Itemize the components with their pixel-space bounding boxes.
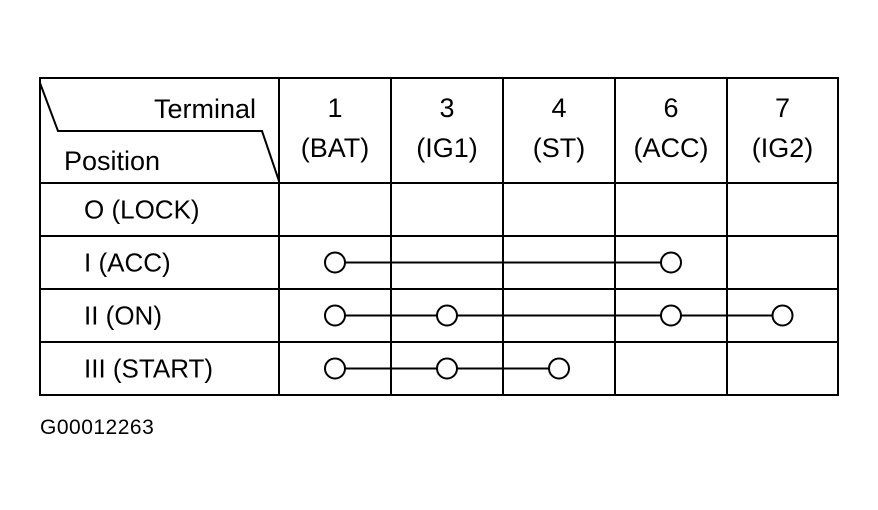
position-label: I (ACC) — [84, 248, 171, 278]
header-corner-cell: Terminal Position — [39, 82, 280, 182]
terminal-number: 1 — [327, 93, 342, 123]
terminal-header-7: 7 (IG2) — [752, 93, 814, 163]
continuity-terminal-node — [771, 304, 794, 327]
continuity-row — [324, 304, 794, 327]
continuity-row — [324, 251, 682, 274]
terminal-name: (IG2) — [752, 133, 814, 163]
terminal-name: (ST) — [533, 133, 585, 163]
terminal-header-1: 1 (BAT) — [301, 93, 370, 163]
continuity-row — [324, 357, 570, 380]
terminal-header-3: 3 (IG1) — [416, 93, 478, 163]
position-labels: O (LOCK) I (ACC) II (ON) III (START) — [84, 195, 213, 384]
position-label: O (LOCK) — [84, 195, 200, 225]
terminal-header-6: 6 (ACC) — [634, 93, 709, 163]
terminal-name: (BAT) — [301, 133, 370, 163]
terminal-number: 3 — [439, 93, 454, 123]
continuity-terminal-node — [436, 304, 458, 327]
terminal-number: 7 — [775, 93, 790, 123]
continuity-terminal-node — [324, 357, 346, 380]
terminal-name: (IG1) — [416, 133, 478, 163]
position-label: III (START) — [84, 354, 213, 384]
terminal-header-label: Terminal — [154, 94, 256, 124]
continuity-terminal-node — [436, 357, 458, 380]
position-label: II (ON) — [84, 301, 162, 331]
terminal-header-4: 4 (ST) — [533, 93, 585, 163]
terminal-number: 4 — [551, 93, 566, 123]
continuity-terminal-node — [324, 304, 346, 327]
continuity-terminal-node — [548, 357, 570, 380]
terminal-headers: 1 (BAT) 3 (IG1) 4 (ST) 6 (ACC) 7 (IG2) — [301, 93, 814, 163]
figure-id-caption: G00012263 — [40, 416, 155, 439]
connections — [324, 251, 794, 380]
header-diagonal-divider — [39, 82, 280, 182]
terminal-name: (ACC) — [634, 133, 709, 163]
table-grid — [39, 77, 839, 396]
continuity-terminal-node — [324, 251, 346, 274]
continuity-terminal-node — [660, 251, 682, 274]
terminal-number: 6 — [663, 93, 678, 123]
position-header-label: Position — [64, 146, 160, 176]
continuity-terminal-node — [660, 304, 682, 327]
